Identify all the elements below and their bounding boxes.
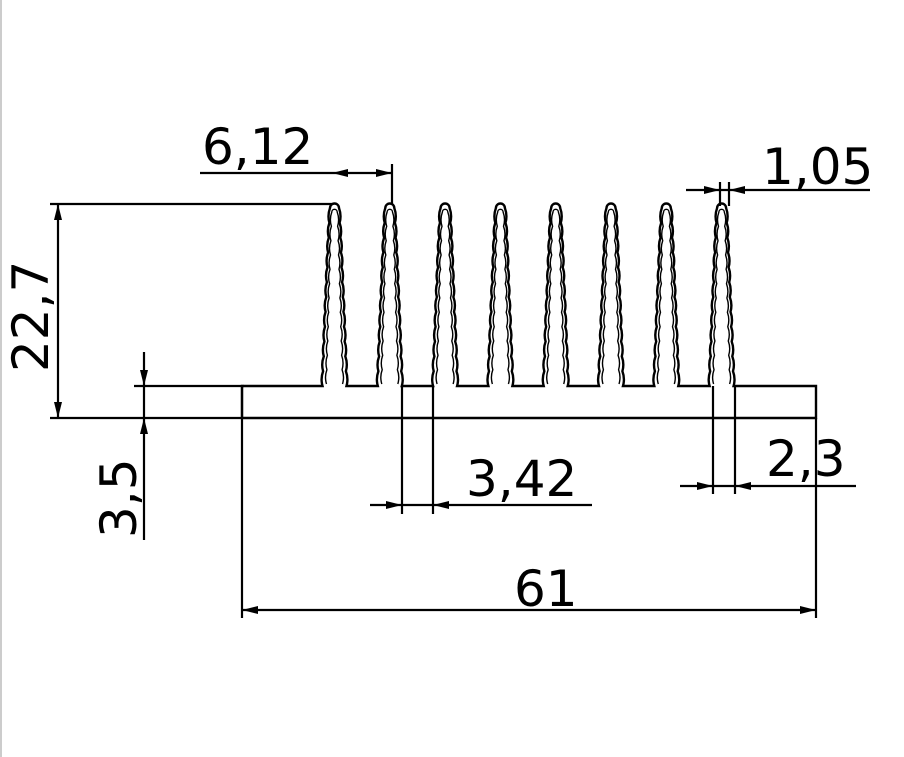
arrowhead: [140, 418, 148, 434]
fin-1: [324, 208, 345, 385]
arrowhead: [376, 169, 392, 177]
fin-6: [601, 208, 621, 385]
fin-3: [435, 208, 455, 385]
arrowhead: [433, 501, 449, 509]
arrowhead: [729, 186, 745, 194]
fin-8: [711, 208, 732, 385]
arrowhead: [800, 606, 816, 614]
dim-label-fin-pitch: 6,12: [202, 118, 313, 176]
fin-2: [380, 208, 400, 385]
arrowhead: [697, 482, 713, 490]
arrowhead: [735, 482, 751, 490]
dim-label-total-height: 22,7: [2, 261, 60, 372]
heatsink-profile: [240, 202, 818, 420]
arrowhead: [332, 169, 348, 177]
arrowhead: [386, 501, 402, 509]
arrowhead: [54, 204, 62, 220]
fin-7: [656, 208, 676, 385]
arrowhead: [54, 402, 62, 418]
heatsink-outline: [240, 202, 818, 420]
dim-label-fin-base: 2,3: [766, 430, 846, 488]
fin-5: [546, 208, 566, 385]
arrowhead: [140, 370, 148, 386]
arrowhead: [242, 606, 258, 614]
dim-label-fin-tip: 1,05: [762, 138, 873, 196]
fin-4: [490, 208, 511, 385]
arrowhead: [704, 186, 720, 194]
dim-label-total-width: 61: [514, 560, 578, 618]
dimension-lines: [50, 164, 870, 618]
dim-label-base-thickness: 3,5: [90, 458, 148, 538]
dim-label-fin-gap: 3,42: [466, 450, 577, 508]
